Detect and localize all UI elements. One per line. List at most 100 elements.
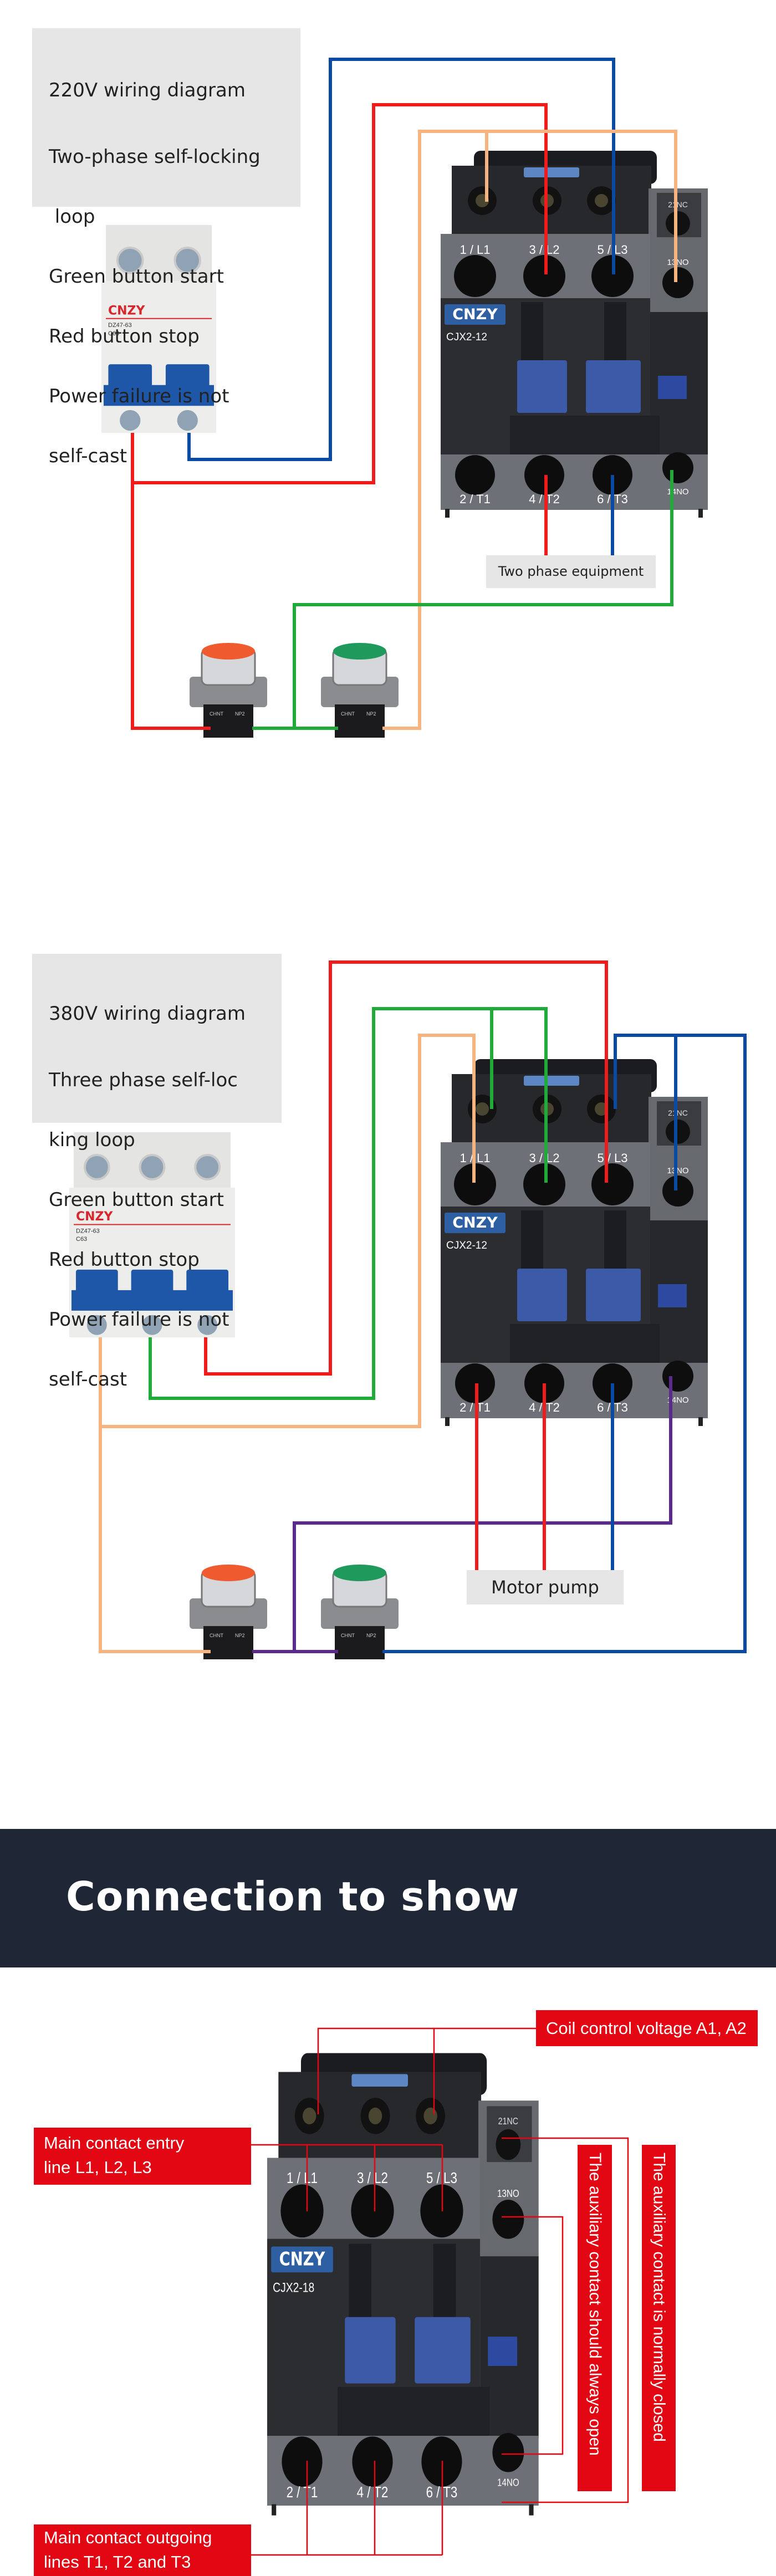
mechanism-guide — [521, 1210, 543, 1271]
aux-closed-label: The auxiliary contact is normally closed — [642, 2145, 676, 2491]
aux-no-top-terminal — [662, 1175, 693, 1207]
top-terminal-label: 5 / L3 — [597, 1151, 627, 1165]
armature-tab — [586, 1269, 641, 1321]
banner-title: Connection to show — [66, 1873, 520, 1920]
info-line: Power failure is not — [49, 1309, 229, 1331]
breaker-brand: CNZY — [108, 304, 146, 318]
brand-logo: CNZY — [452, 1214, 498, 1231]
aux-no-bottom-label: 14NO — [667, 1396, 688, 1405]
wire-blue-coil — [382, 1034, 747, 1653]
top-terminal-label: 3 / L2 — [357, 2170, 388, 2187]
foot — [445, 509, 450, 518]
load-label-two-phase: Two phase equipment — [486, 555, 656, 588]
breaker-handle-bar[interactable] — [104, 385, 214, 406]
button-model: NP2 — [235, 1633, 245, 1638]
foot — [529, 2504, 534, 2516]
push-button[interactable]: CHNT NP2 — [321, 643, 399, 738]
wire-blue-l3 — [187, 58, 615, 461]
aux-nc-terminal — [496, 2129, 521, 2160]
info-line: Green button start — [49, 1189, 224, 1211]
breaker-handle-bar[interactable] — [72, 1290, 233, 1311]
breaker-toggle[interactable] — [108, 364, 152, 390]
button-cap — [202, 643, 255, 660]
callout-coil — [317, 2027, 536, 2114]
button-brand: CHNT — [341, 711, 355, 717]
brand-logo: CNZY — [279, 2248, 325, 2271]
label-line: line L1, L2, L3 — [44, 2158, 152, 2177]
aux-no-bottom-label: 14NO — [497, 2476, 519, 2488]
armature-tab — [586, 360, 641, 413]
screw-head — [303, 2107, 316, 2125]
aux-no-top-label: 13NO — [667, 1166, 688, 1175]
info-line: Power failure is not — [49, 385, 229, 407]
info-box-220v: 220V wiring diagram Two-phase self-locki… — [32, 28, 300, 466]
mechanism-base — [338, 2386, 490, 2436]
bottom-terminal-hole — [282, 2436, 323, 2487]
wire-orange-coil — [382, 130, 677, 730]
armature-tab — [517, 1269, 567, 1321]
info-line: loop — [49, 206, 95, 228]
aux-nc-label: 21NC — [668, 1108, 688, 1117]
mechanism-guide — [521, 302, 543, 363]
wire-green-l2 — [149, 1007, 548, 1400]
top-terminal-label: 1 / L1 — [287, 2170, 318, 2187]
aux-nc-label: 21NC — [498, 2116, 518, 2127]
model-label: CJX2-12 — [446, 331, 487, 343]
brand-logo: CNZY — [452, 306, 498, 323]
button-cap — [333, 643, 386, 660]
button-model: NP2 — [366, 711, 376, 717]
contact-block — [203, 1626, 253, 1659]
brand-badge — [271, 2246, 333, 2273]
aux-no-top-label: 13NO — [667, 258, 688, 267]
screw-head — [368, 2107, 382, 2125]
section-banner: Connection to show — [0, 1829, 776, 1967]
breaker-model: DZ47-63 — [108, 322, 132, 329]
bottom-screw — [142, 1315, 162, 1335]
wire-red-branch — [132, 103, 548, 484]
breaker-rating: C63 — [76, 1236, 87, 1243]
top-terminal-hole — [454, 255, 496, 297]
breaker-model: DZ47-63 — [76, 1228, 100, 1234]
contact-block — [335, 704, 385, 738]
contact-block — [203, 704, 253, 738]
callout-nc — [502, 2137, 629, 2503]
breaker-toggle[interactable] — [186, 1269, 229, 1295]
breaker-toggle[interactable] — [75, 1269, 118, 1295]
aux-nc-terminal — [666, 1120, 690, 1144]
bracket-hole — [663, 168, 681, 186]
breaker-brand: CNZY — [76, 1210, 114, 1224]
breaker-rating: C63 — [108, 330, 119, 337]
breaker-toggle[interactable] — [131, 1269, 173, 1295]
top-terminal-hole — [591, 1163, 634, 1205]
aux-open-label: The auxiliary contact should always open — [578, 2145, 612, 2491]
bracket-hole — [663, 1077, 681, 1095]
screw-head — [423, 2107, 437, 2125]
info-line: Red button stop — [49, 1249, 200, 1271]
bottom-terminal-hole — [455, 455, 495, 495]
button-model: NP2 — [366, 1633, 376, 1638]
bracket-hole — [493, 2075, 512, 2098]
foot — [698, 1417, 703, 1426]
button-model: NP2 — [235, 711, 245, 717]
info-line: Three phase self-loc — [49, 1069, 238, 1091]
top-screw — [194, 1153, 221, 1180]
diagram-title: 380V wiring diagram — [49, 1003, 246, 1025]
top-screw — [173, 246, 202, 274]
bottom-terminal-label: 2 / T1 — [460, 492, 491, 506]
model-label: CJX2-12 — [446, 1240, 487, 1251]
aux-no-bottom-terminal — [492, 2432, 524, 2472]
breaker-body — [69, 1187, 235, 1337]
entry-line-label: Main contact entry line L1, L2, L3 — [34, 2128, 251, 2185]
aux-no-bottom-terminal — [662, 1361, 693, 1392]
breaker-toggle[interactable] — [165, 364, 210, 390]
mechanism-guide — [604, 1210, 626, 1271]
wire-orange-l1 — [99, 1337, 211, 1653]
